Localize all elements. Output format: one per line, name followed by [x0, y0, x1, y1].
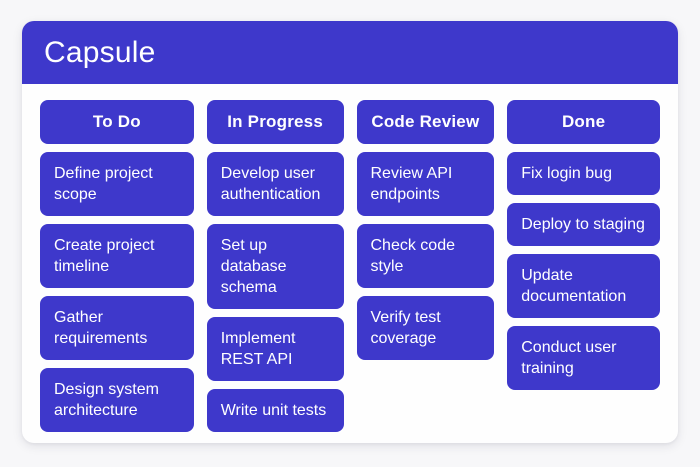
card[interactable]: Verify test coverage	[356, 296, 495, 360]
column-header-done: Done	[507, 100, 660, 144]
column-header-to-do: To Do	[40, 100, 194, 144]
card[interactable]: Design system architecture	[40, 368, 194, 432]
card[interactable]: Check code style	[356, 224, 495, 288]
card[interactable]: Gather requirements	[40, 296, 194, 360]
column-header-in-progress: In Progress	[206, 100, 344, 144]
card[interactable]: Review API endpoints	[356, 152, 495, 216]
card[interactable]: Set up database schema	[206, 224, 344, 309]
card[interactable]: Conduct user training	[507, 326, 660, 390]
card[interactable]: Create project timeline	[40, 224, 194, 288]
card[interactable]: Implement REST API	[206, 317, 344, 381]
card[interactable]: Update documentation	[507, 254, 660, 318]
card[interactable]: Develop user authentication	[206, 152, 344, 216]
column-header-code-review: Code Review	[356, 100, 495, 144]
card[interactable]: Define project scope	[40, 152, 194, 216]
card[interactable]: Write unit tests	[206, 389, 344, 432]
app-title: Capsule	[44, 35, 156, 69]
card[interactable]: Deploy to staging	[507, 203, 660, 246]
app-header: Capsule	[22, 21, 678, 84]
card[interactable]: Fix login bug	[507, 152, 660, 195]
